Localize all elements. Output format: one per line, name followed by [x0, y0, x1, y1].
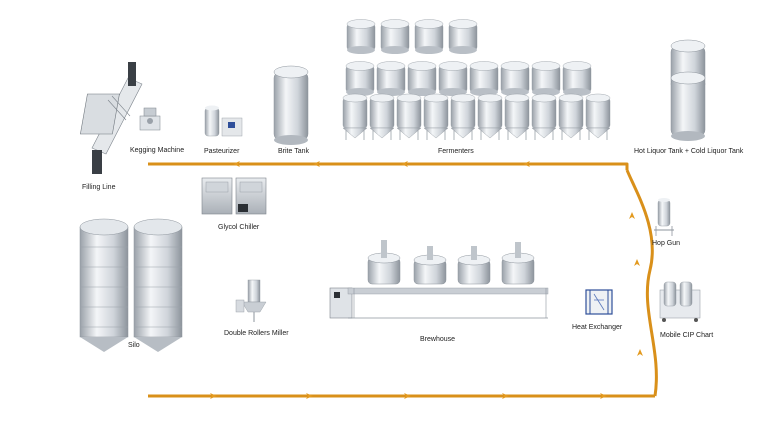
label-pasteurizer: Pasteurizer [204, 148, 240, 155]
flow-loop [148, 162, 658, 398]
double-rollers-miller [235, 279, 267, 322]
label-double-rollers-miller: Double Rollers Miller [224, 330, 289, 337]
right-flow-line [625, 169, 658, 397]
label-brite-tank: Brite Tank [278, 148, 309, 155]
label-hop-gun: Hop Gun [652, 240, 681, 247]
filling-line-machine [80, 62, 143, 174]
label-kegging-machine: Kegging Machine [130, 147, 185, 154]
brewhouse [329, 240, 549, 319]
brite-tank [273, 65, 309, 145]
label-silo: Silo [128, 342, 140, 349]
label-glycol-chiller: Glycol Chiller [218, 224, 260, 231]
label-hot-cold-liquor: Hot Liquor Tank + Cold Liquor Tank [634, 148, 744, 155]
top-flow-line [148, 162, 629, 170]
label-fermenters: Fermenters [438, 148, 474, 155]
silos [79, 218, 183, 353]
fermenters [342, 19, 611, 141]
pasteurizer [204, 105, 243, 137]
kegging-machine [139, 107, 161, 131]
label-heat-exchanger: Heat Exchanger [572, 324, 623, 331]
label-mobile-cip: Mobile CIP Chart [660, 332, 714, 339]
hop-gun [654, 198, 674, 236]
heat-exchanger [585, 289, 613, 315]
label-filling-line: Filling Line [82, 184, 116, 191]
label-brewhouse: Brewhouse [420, 336, 456, 343]
mobile-cip-chart [659, 281, 701, 322]
liquor-tanks [670, 39, 706, 141]
glycol-chiller [201, 177, 267, 215]
